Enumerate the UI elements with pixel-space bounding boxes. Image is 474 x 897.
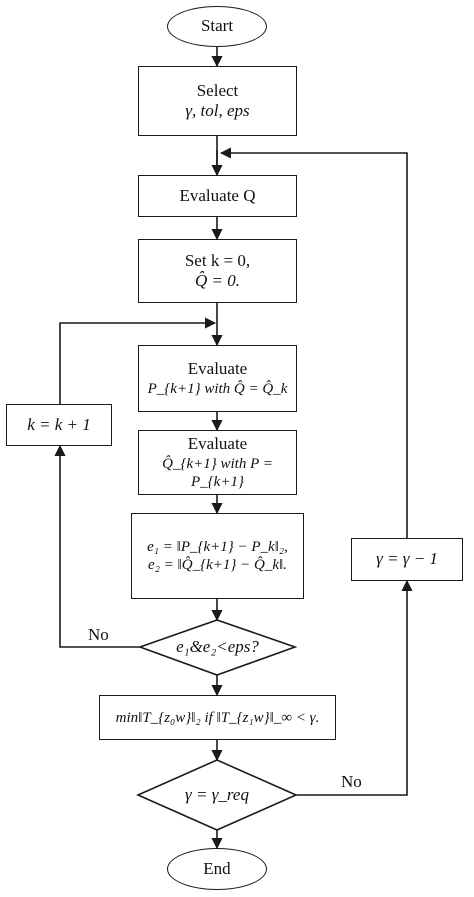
decrement-gamma-box: γ = γ − 1 xyxy=(351,538,463,581)
increment-k-label: k = k + 1 xyxy=(27,414,91,434)
loop-decrement-to-merge xyxy=(219,147,408,538)
set-k-box: Set k = 0, Q̂ = 0. xyxy=(138,239,297,303)
optimize-label: min‖T_{z₀w}‖₂ if ‖T_{z₁w}‖_∞ < γ. xyxy=(115,709,320,726)
evaluate-p-box: Evaluate P_{k+1} with Q̂ = Q̂_k xyxy=(138,345,297,412)
no-label-left: No xyxy=(88,625,109,644)
decrement-gamma-label: γ = γ − 1 xyxy=(376,549,438,569)
increment-k-box: k = k + 1 xyxy=(6,404,112,446)
set-k-line2: Q̂ = 0. xyxy=(195,271,240,290)
convergence-check-label: e₁&e₂<eps? xyxy=(140,620,295,675)
convergence-diamond xyxy=(137,619,298,676)
select-label: Select xyxy=(196,80,239,100)
loop-no-to-decrement xyxy=(296,579,413,796)
evaluate-qhat-line1: Evaluate xyxy=(187,434,248,454)
start-node: Start xyxy=(167,6,267,47)
evaluate-p-line1: Evaluate xyxy=(187,359,248,379)
end-label: End xyxy=(203,858,231,878)
error-e2: e₂ = ‖Q̂_{k+1} − Q̂_k‖. xyxy=(148,557,287,573)
convergence-check-text: e₁&e₂<eps? xyxy=(176,637,259,657)
select-params: γ, tol, eps xyxy=(185,101,250,120)
start-label: Start xyxy=(200,16,234,36)
select-box: Select γ, tol, eps xyxy=(138,66,297,136)
end-node: End xyxy=(167,848,267,890)
gamma-check-label: γ = γ_req xyxy=(138,760,296,830)
evaluate-q-label: Evaluate Q xyxy=(179,185,256,205)
loop-no-to-increment xyxy=(54,444,140,648)
gamma-diamond xyxy=(136,759,298,831)
optimize-box: min‖T_{z₀w}‖₂ if ‖T_{z₁w}‖_∞ < γ. xyxy=(99,695,336,740)
evaluate-qhat-box: Evaluate Q̂_{k+1} with P = P_{k+1} xyxy=(138,430,297,495)
evaluate-qhat-line2: Q̂_{k+1} with P = P_{k+1} xyxy=(162,455,273,490)
evaluate-p-line2: P_{k+1} with Q̂ = Q̂_k xyxy=(147,380,288,397)
no-label-right: No xyxy=(341,772,362,791)
errors-box: e₁ = ‖P_{k+1} − P_k‖₂, e₂ = ‖Q̂_{k+1} − … xyxy=(131,513,304,599)
error-e1: e₁ = ‖P_{k+1} − P_k‖₂, xyxy=(147,539,288,555)
evaluate-q-box: Evaluate Q xyxy=(138,175,297,217)
set-k-line1: Set k = 0, xyxy=(184,250,251,270)
gamma-check-text: γ = γ_req xyxy=(185,784,249,804)
loop-increment-to-merge xyxy=(59,317,217,404)
